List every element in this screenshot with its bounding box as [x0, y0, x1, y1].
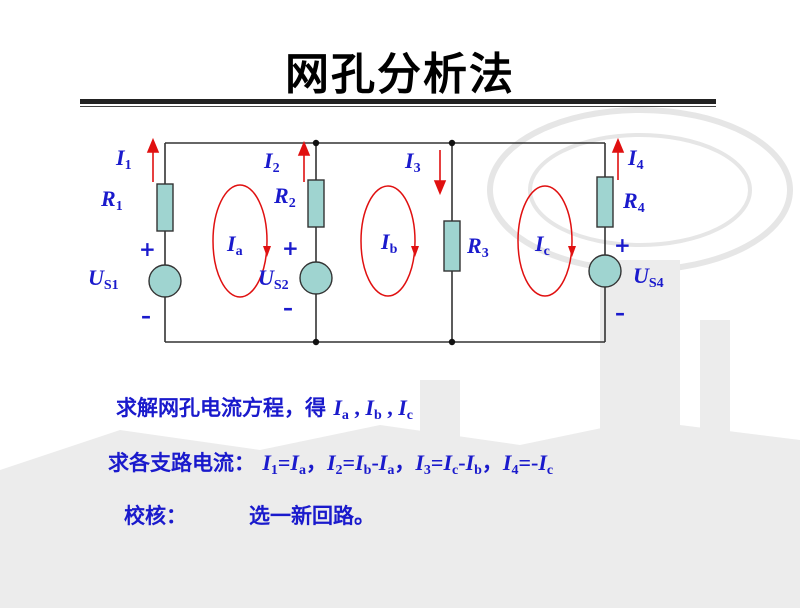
resistor-r1	[156, 183, 174, 232]
voltage-sources	[148, 254, 622, 298]
page-title: 网孔分析法	[285, 49, 515, 100]
label-ia: Ia	[227, 231, 243, 259]
label-i1: I1	[116, 145, 132, 173]
resistors	[156, 176, 614, 272]
source-us4	[588, 254, 622, 288]
label-i2: I2	[264, 148, 280, 176]
plus-sign-us2: +	[282, 236, 299, 260]
label-r3: R3	[467, 233, 489, 261]
text-line-solve: 求解网孔电流方程，得 Ia , Ib , Ic	[116, 395, 414, 423]
label-i3: I3	[405, 148, 421, 176]
label-us1: US1	[88, 265, 119, 293]
junctions	[312, 139, 456, 346]
resistor-r4	[596, 176, 614, 228]
mesh-loop-c	[517, 185, 573, 297]
label-r1: R1	[101, 186, 123, 214]
label-r2: R2	[274, 183, 296, 211]
resistor-r3	[443, 220, 461, 272]
plus-sign-us4: +	[614, 233, 631, 257]
source-us2	[299, 261, 333, 295]
mesh-loop-b	[360, 185, 416, 297]
title-underline-thin	[80, 106, 716, 107]
label-i4: I4	[628, 145, 644, 173]
resistor-r2	[307, 179, 325, 228]
source-us1	[148, 264, 182, 298]
mesh-loop-a	[212, 184, 268, 298]
label-ic: Ic	[535, 231, 550, 259]
minus-sign-us4: –	[615, 301, 625, 325]
title-underline	[80, 99, 716, 104]
label-us4: US4	[633, 263, 664, 291]
label-ib: Ib	[381, 229, 398, 257]
text-line-check: 校核：选一新回路。	[124, 504, 375, 528]
minus-sign-us2: –	[283, 296, 293, 320]
branch-current-arrows	[146, 137, 625, 196]
label-us2: US2	[258, 265, 289, 293]
label-r4: R4	[623, 188, 645, 216]
mesh-loop-arrowheads	[263, 246, 576, 257]
minus-sign-us1: –	[141, 304, 151, 328]
plus-sign-us1: +	[139, 237, 156, 261]
mesh-current-loops	[212, 184, 573, 298]
text-line-branch-currents: 求各支路电流： I1=Ia，I2=Ib-Ia，I3=Ic-Ib，I4=-Ic	[108, 450, 554, 478]
